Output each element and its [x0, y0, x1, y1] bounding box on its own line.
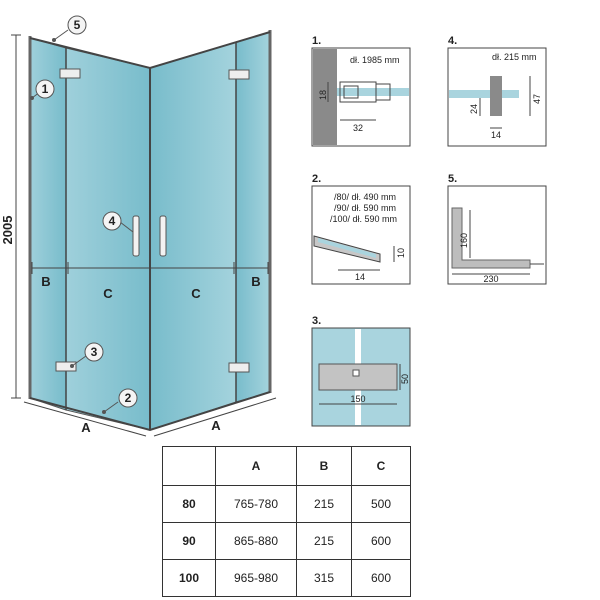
hinge-top-left — [59, 68, 81, 79]
table-cell: 600 — [351, 559, 411, 597]
svg-text:24: 24 — [469, 104, 479, 114]
svg-text:18: 18 — [318, 90, 328, 100]
svg-text:47: 47 — [532, 94, 542, 104]
svg-text:230: 230 — [483, 274, 498, 284]
detail-2-number: 2. — [312, 173, 321, 185]
hinge-top-right — [228, 69, 250, 80]
table-header: A — [215, 446, 297, 486]
detail-5-number: 5. — [448, 173, 457, 185]
table-header: C — [351, 446, 411, 486]
callout-5: 5 — [52, 15, 87, 42]
table-row: 90 865-880 215 600 — [162, 522, 411, 560]
right-fixed-panel — [235, 31, 271, 403]
table-cell: 215 — [296, 485, 352, 523]
svg-text:/100/ dł. 590 mm: /100/ dł. 590 mm — [330, 214, 397, 224]
detail-1-length: dł. 1985 mm — [350, 55, 400, 65]
svg-text:5: 5 — [74, 18, 81, 32]
dim-a-left: A — [81, 420, 91, 435]
detail-5: 5. 160 230 — [447, 173, 547, 285]
detail-3: 3. 50 150 — [311, 315, 411, 427]
table-cell: 80 — [162, 485, 216, 523]
detail-3-number: 3. — [312, 315, 321, 327]
detail-4-length: dł. 215 mm — [492, 52, 537, 62]
dimension-table: A B C 80 765-780 215 500 90 865-880 215 … — [162, 446, 411, 597]
svg-text:32: 32 — [353, 123, 363, 133]
table-cell: 965-980 — [215, 559, 297, 597]
svg-text:4: 4 — [109, 214, 116, 228]
table-cell: 100 — [162, 559, 216, 597]
handle-right — [159, 215, 167, 257]
height-label: 2005 — [0, 216, 15, 245]
svg-text:/90/ dł. 590 mm: /90/ dł. 590 mm — [334, 203, 396, 213]
detail-1: 1. dł. 1985 mm 18 32 — [311, 35, 411, 147]
shower-enclosure: 2005 B C C B A A 1 5 — [0, 15, 277, 437]
svg-text:14: 14 — [355, 272, 365, 282]
hinge-bottom-right — [228, 362, 250, 373]
svg-text:160: 160 — [459, 233, 469, 248]
svg-text:3: 3 — [91, 345, 98, 359]
callout-3: 3 — [70, 342, 104, 368]
detail-4: 4. dł. 215 mm 47 24 14 — [447, 35, 547, 147]
svg-text:50: 50 — [400, 374, 410, 384]
table-cell: 215 — [296, 522, 352, 560]
svg-text:1: 1 — [42, 82, 49, 96]
svg-text:150: 150 — [350, 394, 365, 404]
table-header-row: A B C — [162, 446, 411, 486]
svg-text:2: 2 — [125, 391, 132, 405]
callout-2: 2 — [102, 388, 138, 414]
callout-1: 1 — [30, 79, 55, 100]
table-cell: 765-780 — [215, 485, 297, 523]
table-header — [162, 446, 216, 486]
dim-c-left: C — [103, 286, 113, 301]
dim-a-right: A — [211, 418, 221, 433]
handle-left — [132, 215, 140, 257]
table-row: 80 765-780 215 500 — [162, 485, 411, 523]
table-cell: 500 — [351, 485, 411, 523]
dim-b-right: B — [251, 274, 260, 289]
dim-b-left: B — [41, 274, 50, 289]
detail-2: 2. /80/ dł. 490 mm /90/ dł. 590 mm /100/… — [311, 173, 411, 285]
table-cell: 600 — [351, 522, 411, 560]
dim-c-right: C — [191, 286, 201, 301]
table-header: B — [296, 446, 352, 486]
detail-4-number: 4. — [448, 35, 457, 47]
hinge-bottom-left — [55, 361, 77, 372]
callout-4: 4 — [102, 211, 134, 233]
table-cell: 865-880 — [215, 522, 297, 560]
table-cell: 90 — [162, 522, 216, 560]
table-cell: 315 — [296, 559, 352, 597]
svg-text:14: 14 — [491, 130, 501, 140]
svg-text:10: 10 — [396, 248, 406, 258]
detail-1-number: 1. — [312, 35, 321, 47]
svg-text:/80/ dł. 490 mm: /80/ dł. 490 mm — [334, 192, 396, 202]
table-row: 100 965-980 315 600 — [162, 559, 411, 597]
